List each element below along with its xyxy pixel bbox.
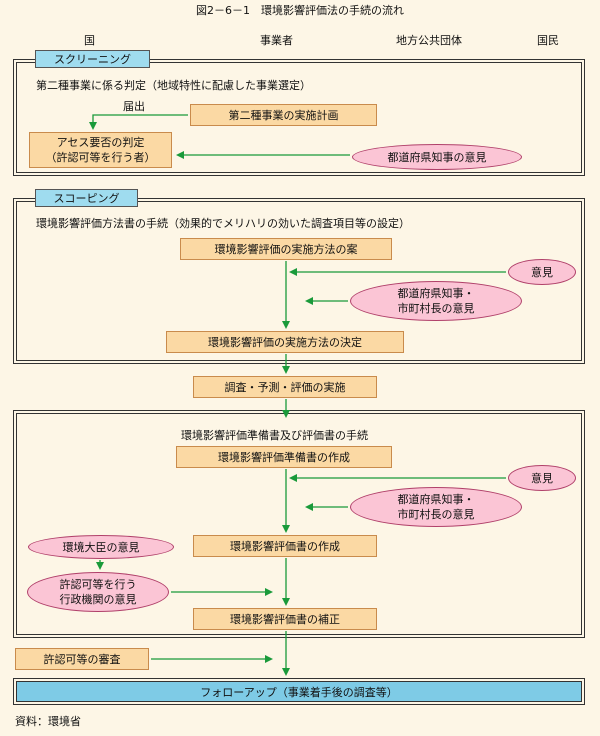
governor-opinion-oval: 都道府県知事の意見 (352, 144, 522, 170)
screening-label: スクリーニング (35, 50, 150, 68)
screening-subtitle: 第二種事業に係る判定（地域特性に配慮した事業選定） (36, 79, 311, 92)
approval-review-text: 許認可等の審査 (43, 652, 121, 666)
public-opinion-text-1: 意見 (531, 265, 553, 279)
type2-plan-box: 第二種事業の実施計画 (190, 104, 377, 126)
scoping-label: スコーピング (35, 189, 138, 207)
column-header-proponent: 事業者 (260, 34, 293, 47)
notification-label: 届出 (123, 100, 145, 113)
final-report-text: 環境影響評価書の作成 (230, 539, 340, 553)
assessment-frame (13, 410, 585, 638)
prep-report-box: 環境影響評価準備書の作成 (176, 446, 392, 468)
survey-text: 調査・予測・評価の実施 (224, 380, 346, 394)
followup-text: フォローアップ（事業着手後の調査等） (200, 685, 398, 699)
agency-opinion-oval: 許認可等を行う 行政機関の意見 (27, 572, 169, 612)
local-gov-line2-b: 市町村長の意見 (397, 508, 475, 521)
screening-frame (13, 59, 585, 176)
figure-title: 図2－6－1 環境影響評価法の手続の流れ (196, 4, 404, 17)
local-gov-line1-a: 都道府県知事・ (397, 287, 475, 300)
agency-line2: 行政機関の意見 (59, 593, 137, 606)
local-gov-opinion-oval-2: 都道府県知事・ 市町村長の意見 (350, 487, 522, 527)
scoping-frame (13, 198, 585, 364)
source-note: 資料：環境省 (15, 715, 81, 728)
minister-opinion-text: 環境大臣の意見 (62, 540, 140, 554)
necessity-line1: アセス要否の判定 (56, 136, 145, 149)
approval-review-box: 許認可等の審査 (15, 648, 149, 670)
prep-report-text: 環境影響評価準備書の作成 (218, 450, 350, 464)
public-opinion-oval-2: 意見 (508, 465, 576, 491)
survey-box: 調査・予測・評価の実施 (193, 376, 377, 398)
arrow-notification (89, 114, 188, 130)
assessment-necessity-box: アセス要否の判定 （許認可等を行う者） (29, 132, 172, 168)
final-report-box: 環境影響評価書の作成 (193, 535, 377, 557)
column-header-local-gov: 地方公共団体 (396, 34, 462, 47)
method-draft-text: 環境影響評価の実施方法の案 (214, 242, 358, 256)
method-draft-box: 環境影響評価の実施方法の案 (180, 238, 392, 260)
public-opinion-oval-1: 意見 (508, 259, 576, 285)
agency-line1: 許認可等を行う (59, 578, 137, 591)
followup-box: フォローアップ（事業着手後の調査等） (13, 678, 585, 705)
report-revision-text: 環境影響評価書の補正 (230, 612, 340, 626)
local-gov-line1-b: 都道府県知事・ (397, 493, 475, 506)
column-header-citizens: 国民 (537, 34, 559, 47)
column-header-national: 国 (84, 34, 95, 47)
method-decision-text: 環境影響評価の実施方法の決定 (208, 335, 362, 349)
public-opinion-text-2: 意見 (531, 471, 553, 485)
assessment-subtitle: 環境影響評価準備書及び評価書の手続 (181, 429, 368, 442)
type2-plan-text: 第二種事業の実施計画 (228, 108, 339, 122)
method-decision-box: 環境影響評価の実施方法の決定 (166, 331, 404, 353)
minister-opinion-oval: 環境大臣の意見 (28, 535, 174, 559)
report-revision-box: 環境影響評価書の補正 (193, 608, 377, 630)
scoping-subtitle: 環境影響評価方法書の手続（効果的でメリハリの効いた調査項目等の設定） (36, 217, 410, 230)
necessity-line2: （許認可等を行う者） (45, 151, 156, 164)
governor-opinion-text: 都道府県知事の意見 (387, 150, 487, 164)
local-gov-line2-a: 市町村長の意見 (397, 302, 475, 315)
local-gov-opinion-oval-1: 都道府県知事・ 市町村長の意見 (350, 281, 522, 321)
